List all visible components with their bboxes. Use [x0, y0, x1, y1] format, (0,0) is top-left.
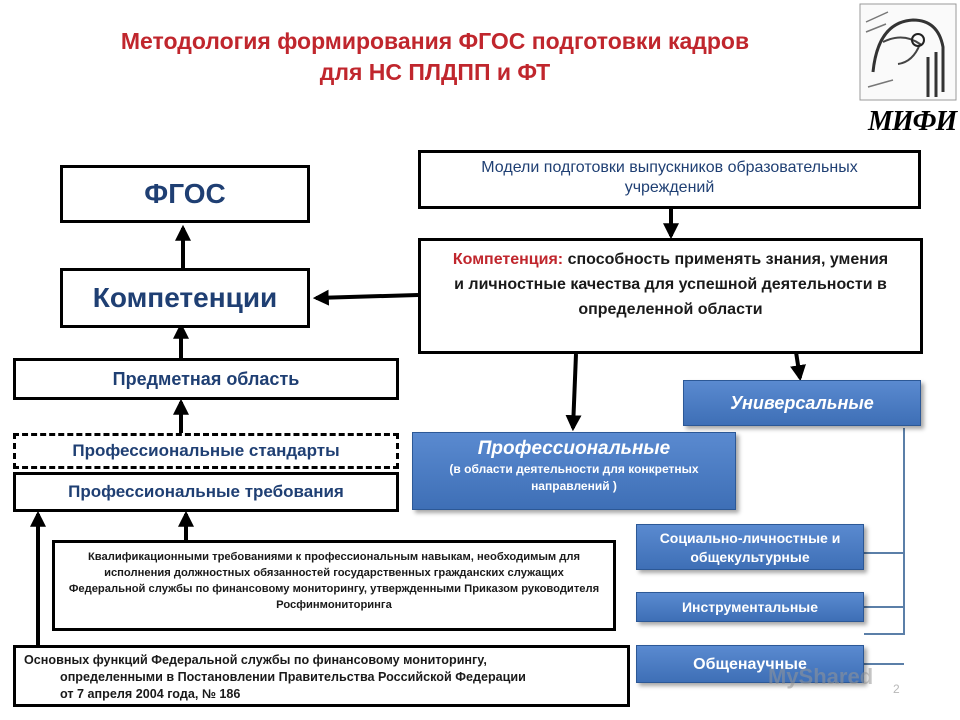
page-title-line2: для НС ПЛДПП и ФТ: [319, 59, 551, 85]
page-number: 2: [893, 682, 900, 696]
prof-standards-box: Профессиональные стандарты: [13, 433, 399, 469]
arrow-competence-to-competencies: [312, 289, 419, 306]
social-category-box: Социально-личностные и общекультурные: [636, 524, 864, 570]
federal-functions-box: Основных функций Федеральной службы по ф…: [13, 645, 630, 707]
competence-definition-text: способность применять знания, умения и л…: [454, 251, 889, 318]
arrow-competence-to-universal: [790, 351, 806, 382]
professional-category-title: Профессиональные: [477, 438, 671, 459]
federal-functions-line1: Основных функций Федеральной службы по ф…: [24, 653, 487, 667]
watermark: MyShared: [768, 664, 874, 689]
page-title: Методология формирования ФГОС подготовки…: [40, 26, 830, 88]
general-science-category-box: Общенаучные: [636, 645, 864, 683]
graduate-models-box: Модели подготовки выпускников образовате…: [418, 150, 921, 209]
instrumental-category-box: Инструментальные: [636, 592, 864, 622]
competence-definition-label: Компетенция:: [452, 251, 564, 268]
fgos-box: ФГОС: [60, 165, 310, 223]
competence-definition-box: Компетенция: способность применять знани…: [418, 238, 923, 354]
professional-category-box: Профессиональные (в области деятельности…: [412, 432, 736, 510]
arrow-competence-to-professional: [565, 353, 582, 432]
subject-area-box: Предметная область: [13, 358, 399, 400]
page-title-line1: Методология формирования ФГОС подготовки…: [120, 28, 750, 54]
mifi-emblem-icon: [859, 3, 957, 101]
prof-requirements-box: Профессиональные требования: [13, 472, 399, 512]
tree-line-universal: [864, 428, 905, 635]
federal-functions-line2: определенными в Постановлении Правительс…: [60, 670, 526, 684]
universal-category-box: Универсальные: [683, 380, 921, 426]
mifi-logo-text: МИФИ: [868, 106, 957, 137]
mifi-logo: [858, 2, 958, 102]
competencies-box: Компетенции: [60, 268, 310, 328]
federal-functions-line3: от 7 апреля 2004 года, № 186: [60, 687, 241, 701]
qualification-requirements-box: Квалификационными требованиями к професс…: [52, 540, 616, 631]
professional-category-subtitle: (в области деятельности для конкретных н…: [449, 462, 699, 493]
